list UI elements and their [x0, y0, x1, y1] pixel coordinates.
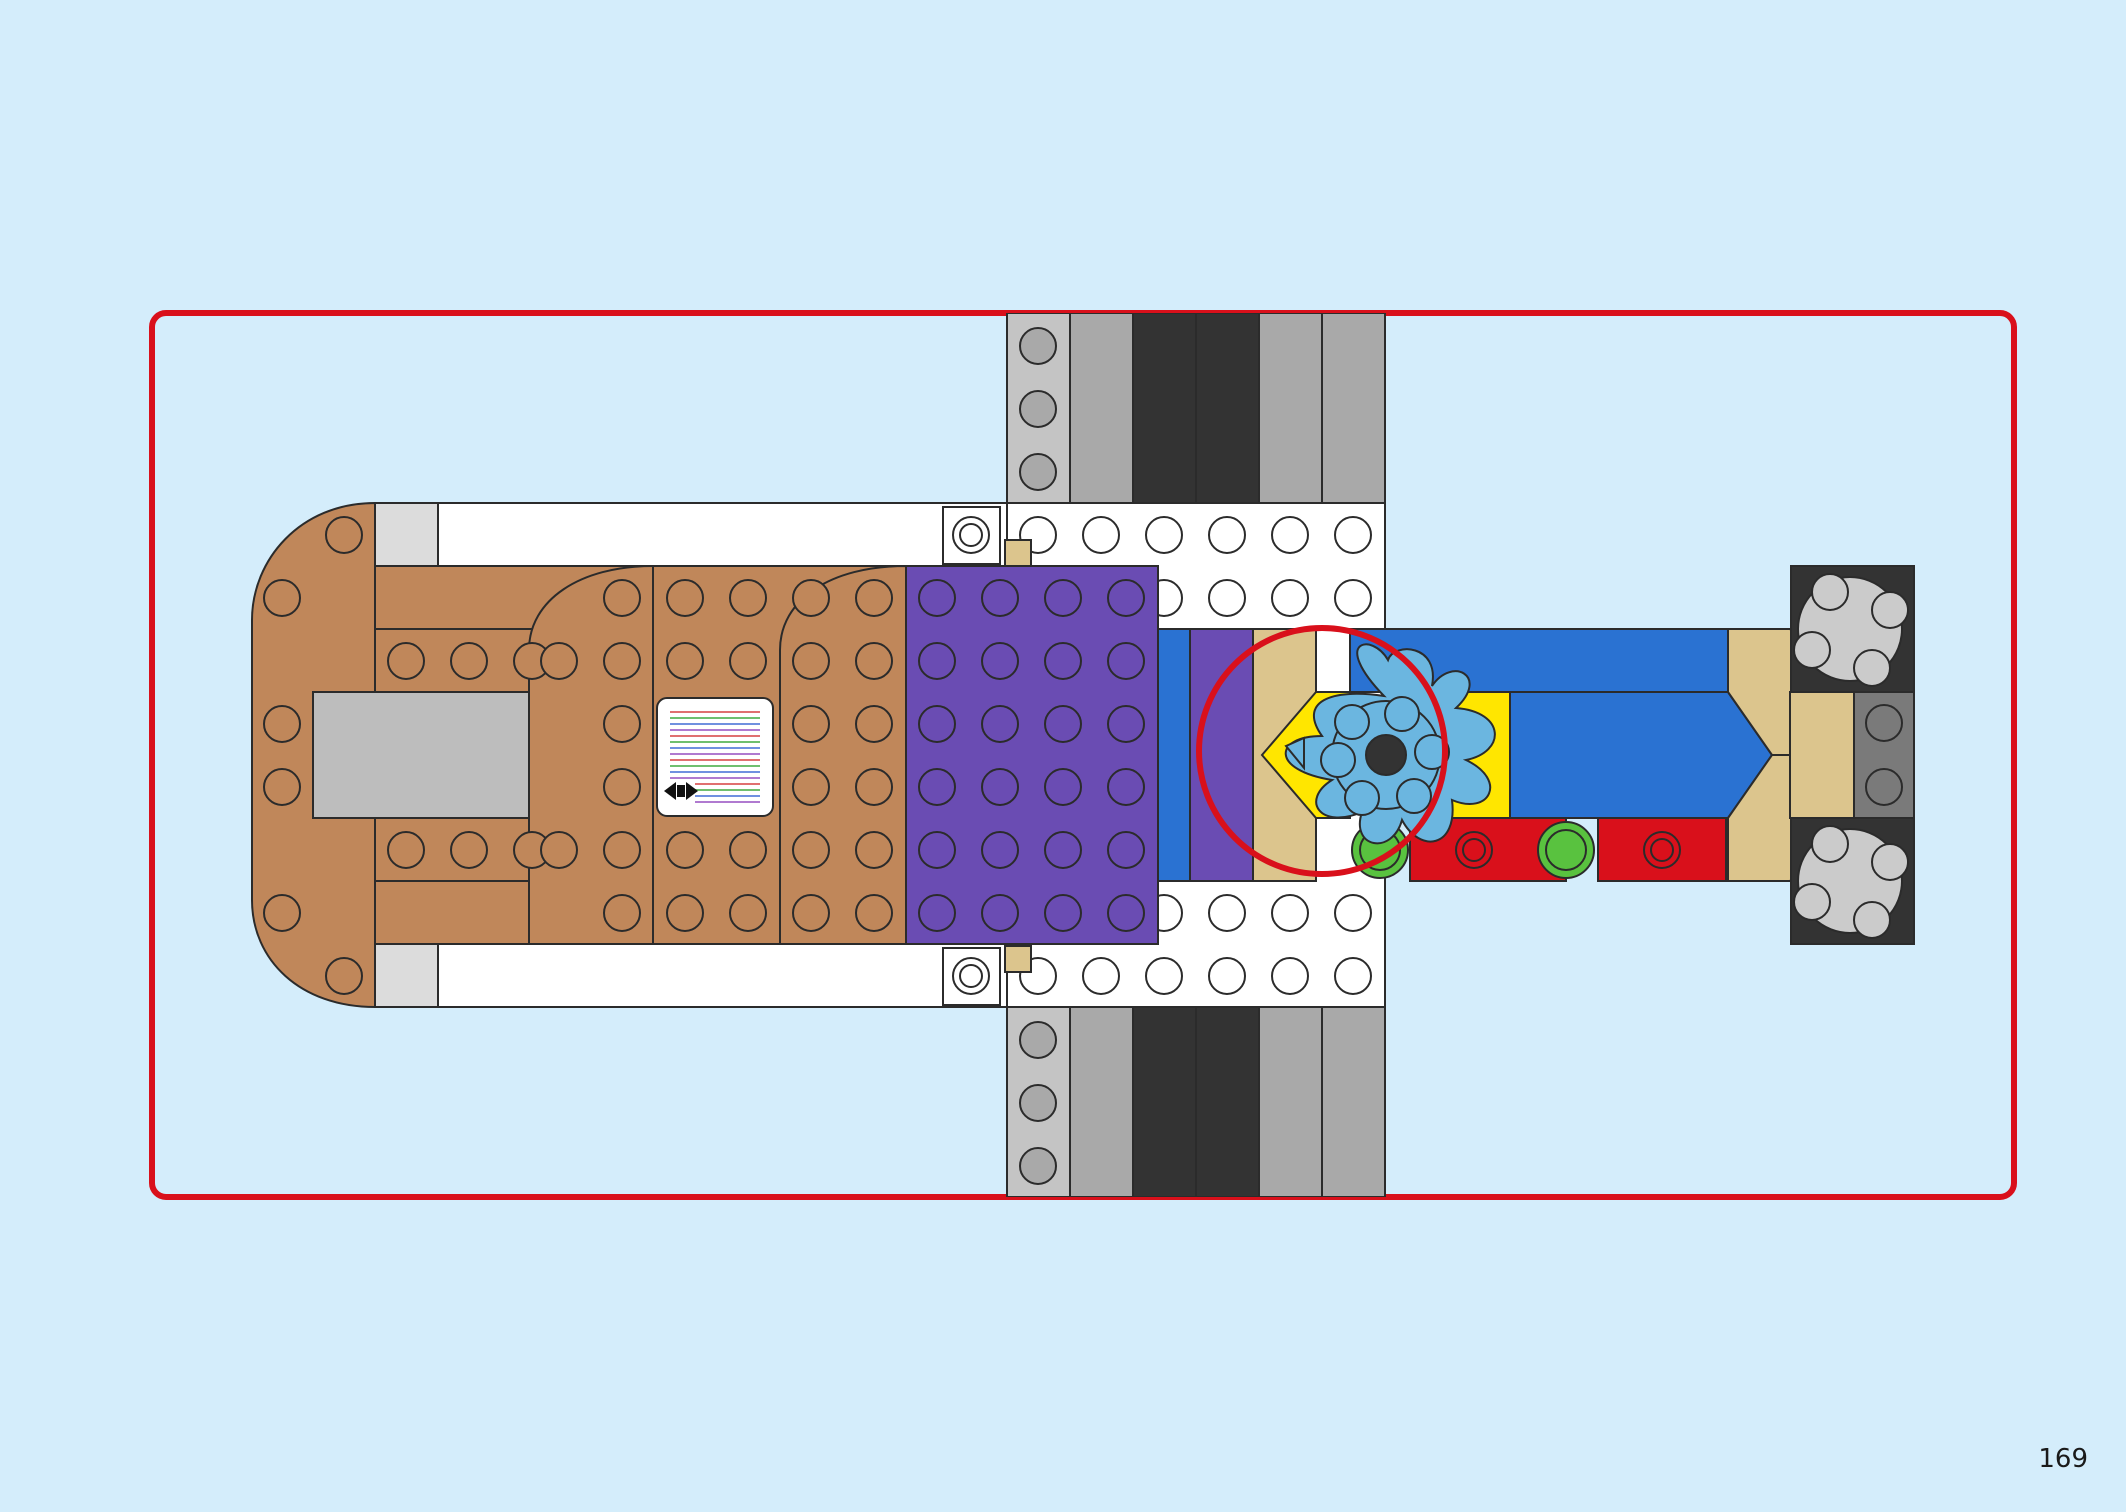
- turntable-icon: [942, 506, 1032, 1006]
- brown-studs: [263, 516, 893, 995]
- purple-deck-plate: [905, 565, 1159, 945]
- grey-round-plates: [1793, 573, 1909, 939]
- bottom-crossbar-studs: [1019, 1021, 1057, 1185]
- white-hull-rails: [374, 502, 1008, 1008]
- red-circle-around-propeller: [1196, 625, 1448, 877]
- double-arrow-icon: [664, 782, 698, 800]
- page-number: 169: [2038, 1444, 2088, 1474]
- striped-screen-tile-icon: [656, 697, 774, 817]
- propeller: [1284, 643, 1496, 845]
- top-crossbar: [1006, 313, 1386, 504]
- bottom-crossbar: [1006, 1006, 1386, 1197]
- top-crossbar-studs: [1019, 327, 1057, 491]
